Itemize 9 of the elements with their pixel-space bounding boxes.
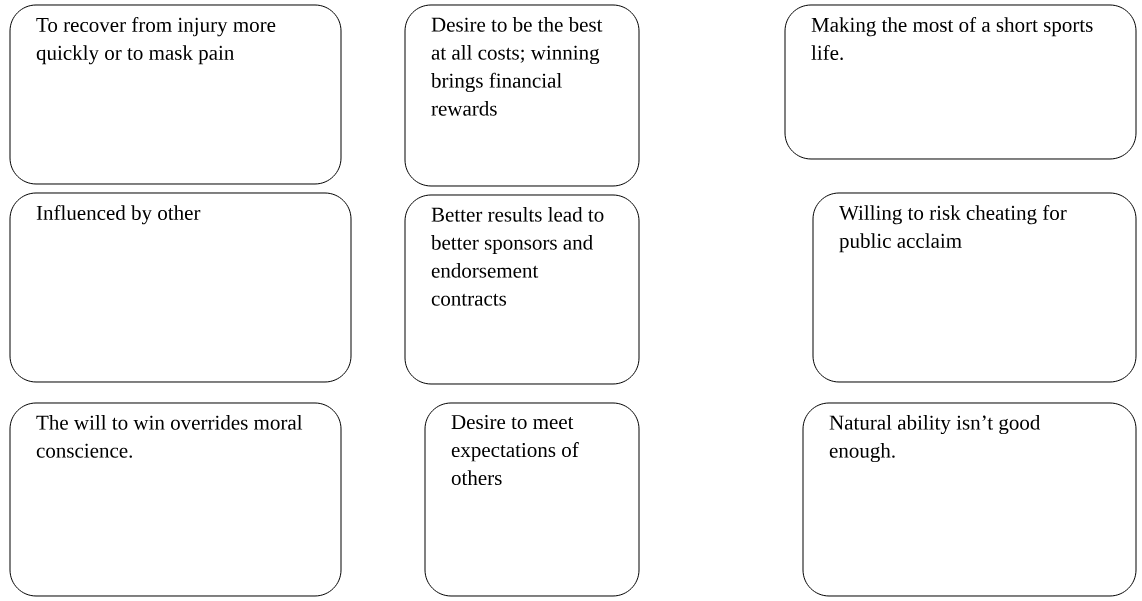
text-box: Desire to meet expectations of others: [424, 402, 640, 597]
text-box: Better results lead to better sponsors and endorsement contracts: [404, 194, 640, 385]
text-box: Natural ability isn’t good enough.: [802, 402, 1137, 597]
text-box: Desire to be the best at all costs; winning brings financial rewards: [404, 4, 640, 187]
text-box: To recover from injury more quickly or to mask pain: [9, 4, 342, 185]
text-box: The will to win overrides moral conscience.: [9, 402, 342, 597]
text-box: Making the most of a short sports life.: [784, 4, 1137, 160]
text-box: Willing to risk cheating for public acclaim: [812, 192, 1137, 383]
text-box: Influenced by other: [9, 192, 352, 383]
